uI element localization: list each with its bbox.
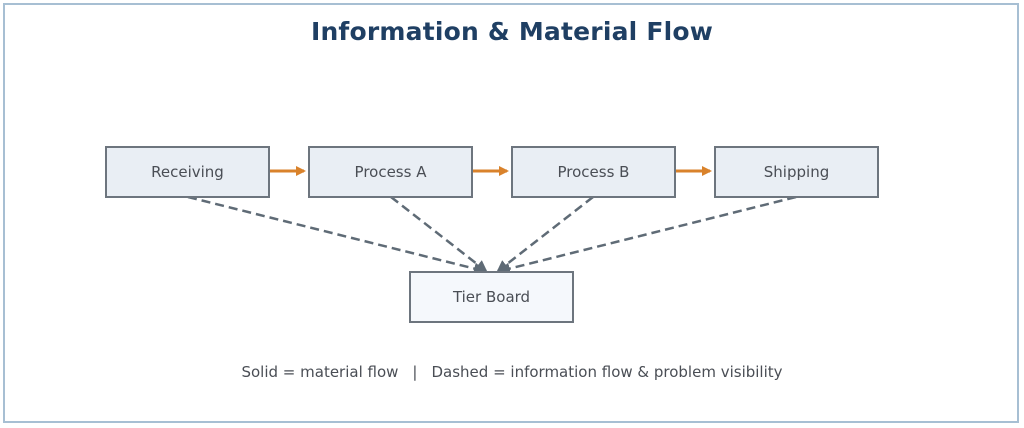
diagram-frame: [3, 3, 1019, 423]
node-label-tier-board: Tier Board: [452, 288, 530, 306]
node-process-b: Process B: [511, 146, 676, 198]
information-flow-edges: [187, 195, 797, 275]
node-receiving: Receiving: [105, 146, 270, 198]
node-label-process-b: Process B: [558, 163, 630, 181]
node-process-a: Process A: [308, 146, 473, 198]
node-label-process-a: Process A: [355, 163, 428, 181]
info-edge-receiving-to-tier-board: [187, 195, 486, 275]
info-edge-shipping-to-tier-board: [498, 195, 797, 275]
node-shipping: Shipping: [714, 146, 879, 198]
diagram-title: Information & Material Flow: [310, 17, 714, 46]
info-edge-process-a-to-tier-board: [390, 196, 488, 273]
legend-solid: Solid = material flow: [241, 363, 399, 381]
node-label-receiving: Receiving: [151, 163, 224, 181]
legend: Solid = material flow | Dashed = informati…: [0, 363, 1024, 381]
node-label-shipping: Shipping: [764, 163, 829, 181]
info-edge-process-b-to-tier-board: [496, 196, 594, 273]
legend-separator: |: [412, 363, 418, 381]
node-tier-board: Tier Board: [409, 271, 574, 323]
legend-dashed: Dashed = information flow & problem visi…: [431, 363, 783, 381]
